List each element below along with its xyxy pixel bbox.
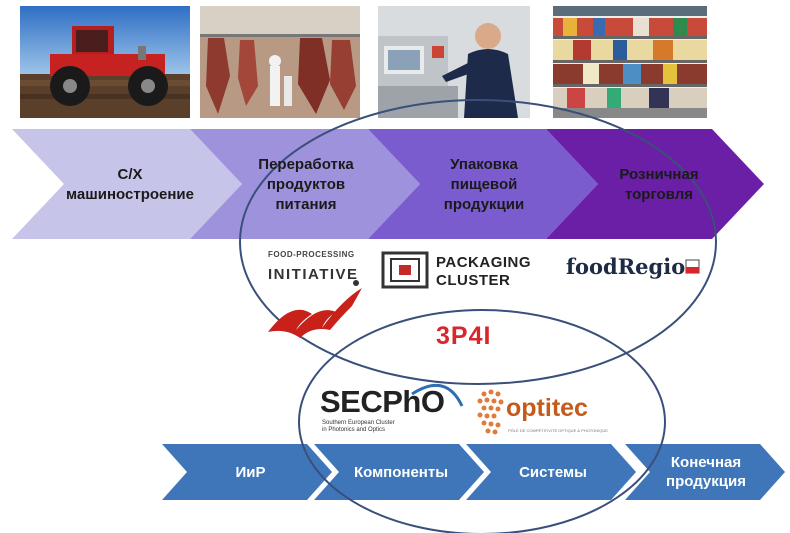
packaging-logo-line2: CLUSTER: [436, 272, 511, 289]
secpho-subtitle-1: Southern European Cluster: [322, 420, 395, 426]
fpi-dot-icon: [353, 280, 359, 286]
optitec-subtitle: PÔLE DE COMPÉTITIVITÉ OPTIQUE & PHOTONIQ…: [508, 428, 608, 433]
foodregio-logo: foodRegio: [566, 254, 686, 279]
chevron-agri-machinery-label: С/Х машиностроение: [66, 166, 194, 203]
chevron-food-packaging: [368, 129, 598, 239]
packaging-cluster-mark-icon: [381, 251, 429, 289]
chevron-agri-machinery: [12, 129, 242, 239]
secpho-logo: SECPhO: [320, 384, 445, 419]
arrow-components: [314, 444, 484, 500]
chevron-food-processing: [190, 129, 420, 239]
photonics-cluster-ellipse: [298, 309, 666, 533]
foodregio-flag-icon: [685, 259, 700, 274]
fpi-logo-top: FOOD-PROCESSING: [268, 250, 355, 259]
arrow-rnd-label: ИиР: [235, 463, 266, 481]
arrow-end-products: [625, 444, 785, 500]
chevron-retail-label: Розничная торговля: [619, 166, 699, 203]
fpi-swoosh-icon: [268, 288, 362, 338]
arrow-end-products-label: Конечная продукция: [666, 454, 746, 490]
tractor-photo: [20, 6, 190, 118]
arrow-systems: [466, 444, 636, 500]
optitec-dots-icon: [477, 389, 504, 435]
agrifood-cluster-ellipse: [239, 99, 717, 385]
retail-shelves-photo: [553, 6, 707, 118]
chevron-food-packaging-label: Упаковка пищевой продукции: [443, 156, 525, 213]
optitec-logo: optitec: [506, 394, 588, 422]
meat-processing-photo: [200, 6, 360, 118]
arrow-components-label: Компоненты: [353, 463, 449, 481]
arrow-systems-label: Системы: [519, 463, 587, 481]
fpi-logo-main: INITIATIVE: [268, 266, 359, 283]
secpho-subtitle-2: in Photonics and Optics: [322, 427, 386, 433]
packaging-logo-line1: PACKAGING: [436, 254, 532, 271]
arrow-rnd: [162, 444, 332, 500]
packaging-operator-photo: [378, 6, 530, 118]
secpho-arc-icon: [411, 384, 464, 407]
p4i-logo: 3P4I: [436, 322, 492, 350]
chevron-food-processing-label: Переработка продуктов питания: [258, 156, 354, 213]
